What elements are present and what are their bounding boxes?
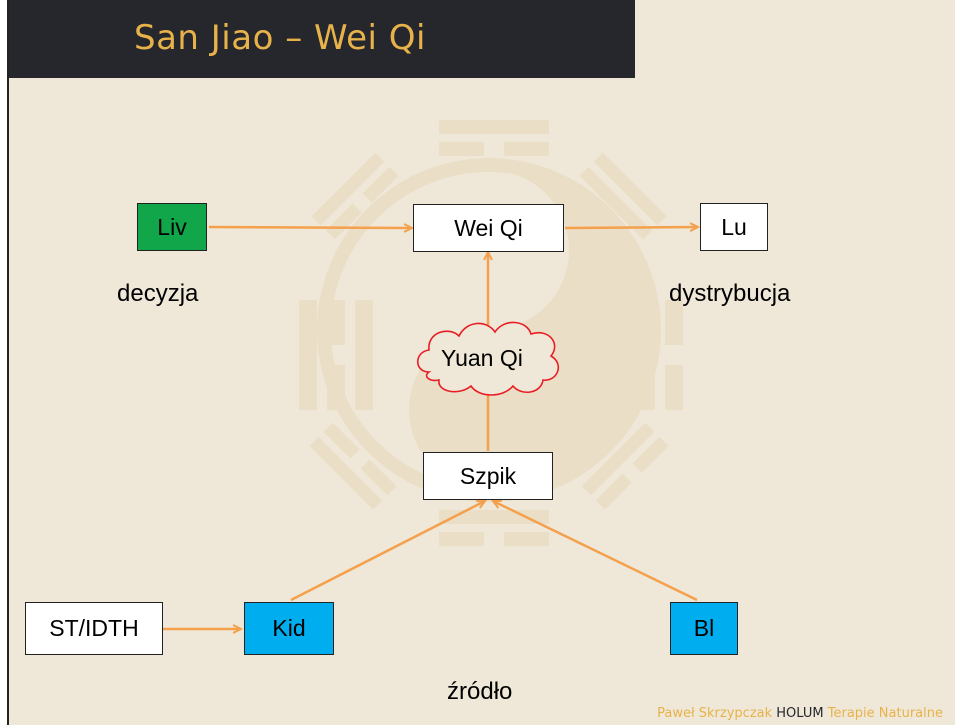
arrow-bl-szpik — [493, 499, 698, 602]
cloud-shape — [416, 321, 560, 396]
label-yuan-qi: Yuan Qi — [441, 345, 523, 371]
footer-tagline: Terapie Naturalne — [827, 706, 943, 721]
node-wei-qi: Wei Qi — [413, 204, 564, 252]
node-bl: Bl — [670, 602, 738, 655]
title-bar: San Jiao – Wei Qi — [9, 0, 635, 78]
label-zrodlo: źródło — [447, 678, 513, 705]
footer-brand: HOLUM — [776, 706, 824, 721]
node-kid: Kid — [244, 602, 334, 655]
node-szpik-label: Szpik — [459, 462, 517, 489]
slide: San Jiao – Wei Qi Liv Wei Qi Lu Yuan Qi … — [7, 0, 955, 725]
footer-credit: Paweł Skrzypczak HOLUM Terapie Naturalne — [657, 706, 943, 721]
node-liv: Liv — [137, 203, 207, 251]
label-dystrybucja: dystrybucja — [669, 280, 791, 307]
node-kid-label: Kid — [272, 615, 306, 641]
node-st-idth: ST/IDTH — [25, 602, 163, 655]
slide-title: San Jiao – Wei Qi — [134, 18, 427, 58]
label-decyzja: decyzja — [117, 280, 199, 307]
node-wei-qi-label: Wei Qi — [454, 214, 523, 241]
footer-author: Paweł Skrzypczak — [657, 706, 773, 721]
node-szpik: Szpik — [423, 452, 553, 500]
node-st-idth-label: ST/IDTH — [49, 615, 139, 641]
arrow-kid-szpik — [290, 499, 485, 602]
node-bl-label: Bl — [693, 615, 715, 641]
node-liv-label: Liv — [157, 213, 187, 240]
node-lu-label: Lu — [721, 213, 747, 240]
arrow-liv-weiqi — [208, 227, 412, 228]
arrow-weiqi-lu — [564, 227, 698, 228]
yin-yang-watermark — [299, 120, 683, 546]
node-lu: Lu — [700, 203, 768, 251]
